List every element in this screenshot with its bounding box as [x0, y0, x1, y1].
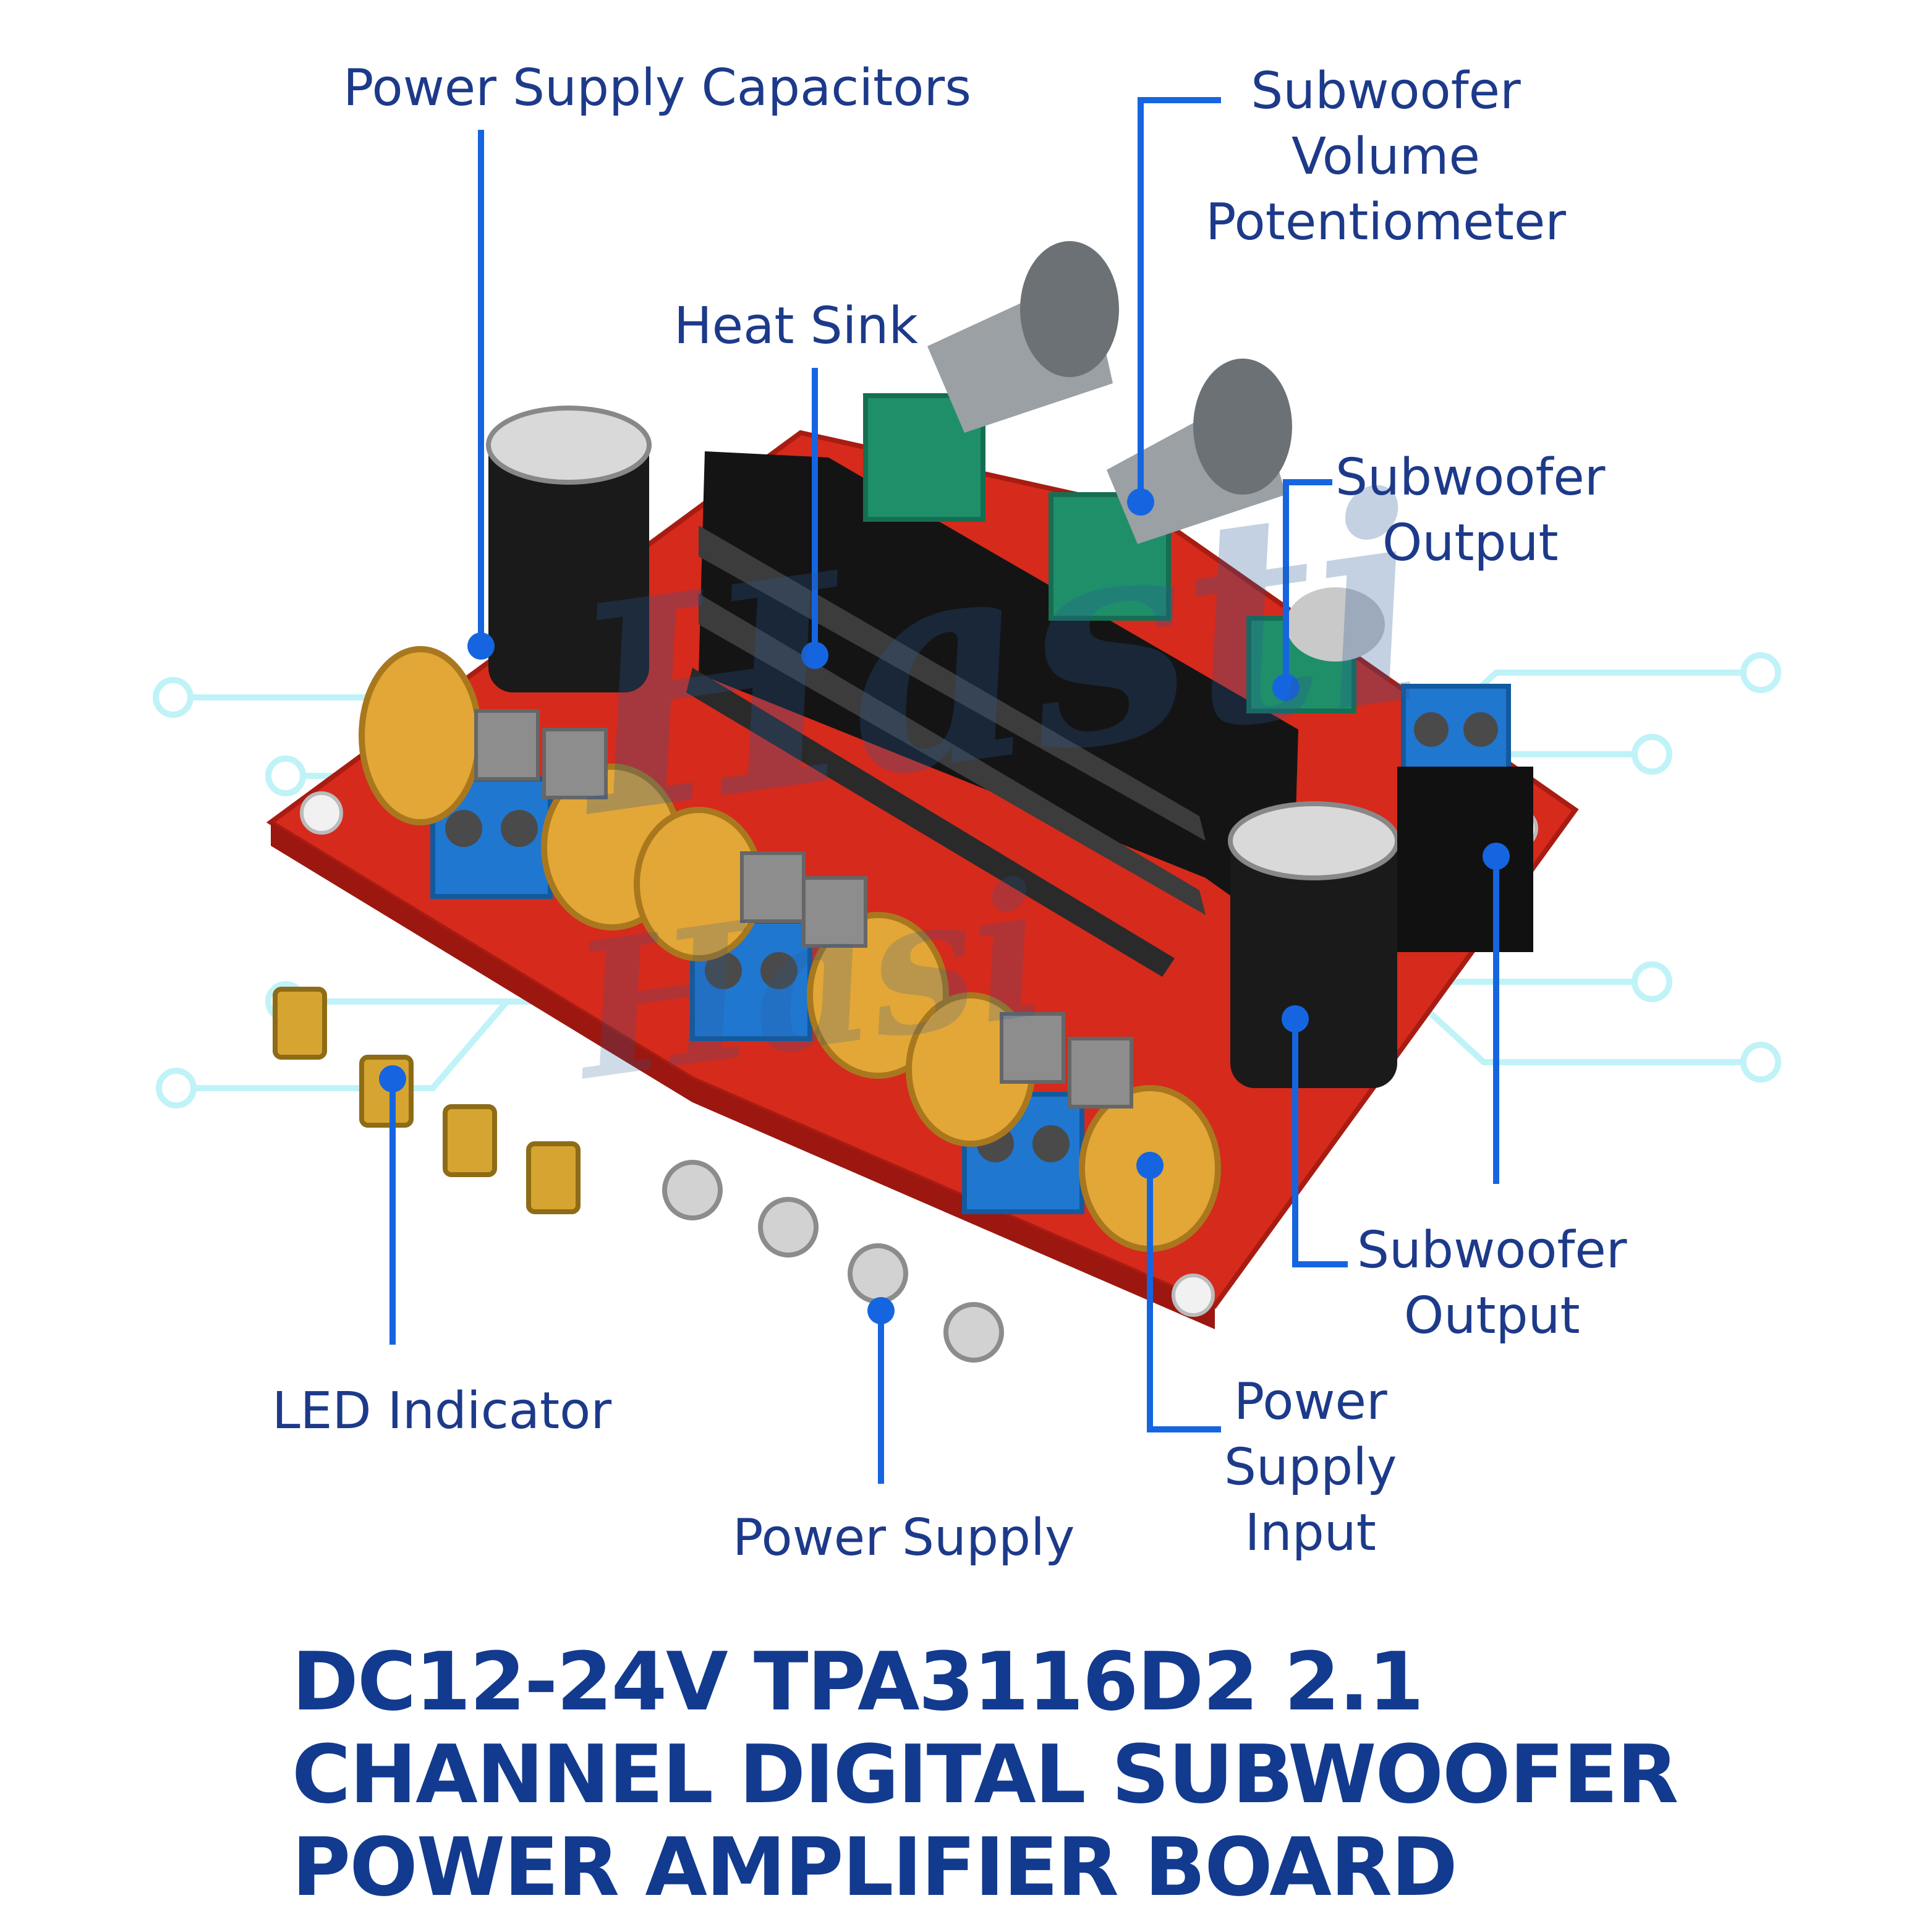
product-title: DC12-24V TPA3116D2 2.1 CHANNEL DIGITAL S…: [292, 1635, 1679, 1914]
label-subwoofer-output-bottom: Subwoofer Output: [1357, 1221, 1627, 1345]
capacitor-right: [1228, 801, 1400, 1088]
leader-lines: [389, 97, 1499, 1484]
potentiometer-small: [1246, 587, 1385, 713]
leader-dots: [379, 488, 1510, 1324]
film-capacitors: [474, 709, 1133, 1109]
hex-nuts: [662, 1160, 1004, 1363]
dc-jack: [1397, 767, 1533, 952]
mounting-hole: [300, 791, 343, 835]
leader-power-supply-input: [1147, 1165, 1221, 1432]
label-led-indicator: LED Indicator: [272, 1382, 612, 1440]
capacitor-left: [486, 406, 652, 692]
label-power-supply-input: Power Supply Input: [1224, 1372, 1397, 1562]
leader-subwoofer-output-bottom: [1292, 1020, 1348, 1267]
leader-subwoofer-output-top: [1283, 479, 1332, 686]
leader-subwoofer-volume-potentiometer: [1138, 97, 1221, 501]
label-subwoofer-output-top: Subwoofer Output: [1335, 448, 1606, 572]
label-heat-sink: Heat Sink: [674, 297, 918, 355]
amplifier-board: [266, 241, 1579, 1329]
label-power-supply-capacitors: Power Supply Capacitors: [343, 59, 971, 117]
label-power-supply: Power Supply: [733, 1509, 1075, 1567]
heat-sink: [686, 451, 1298, 977]
label-subwoofer-volume-potentiometer: Subwoofer Volume Potentiometer: [1206, 62, 1567, 252]
potentiometer-left: [863, 241, 1119, 522]
mounting-hole: [1172, 1274, 1215, 1317]
brass-standoffs: [273, 987, 581, 1214]
